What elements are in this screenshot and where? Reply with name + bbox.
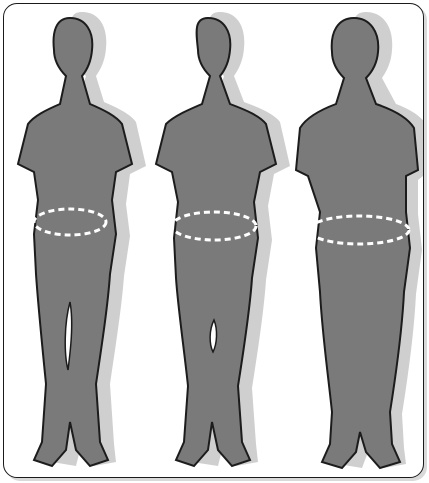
figure-medium bbox=[156, 12, 290, 466]
figure-large bbox=[296, 12, 424, 468]
body-figures-svg bbox=[4, 4, 424, 478]
figure-slim-body bbox=[18, 18, 132, 466]
figure-medium-body bbox=[156, 18, 276, 466]
illustration-frame bbox=[3, 3, 424, 478]
figure-slim bbox=[18, 12, 146, 466]
